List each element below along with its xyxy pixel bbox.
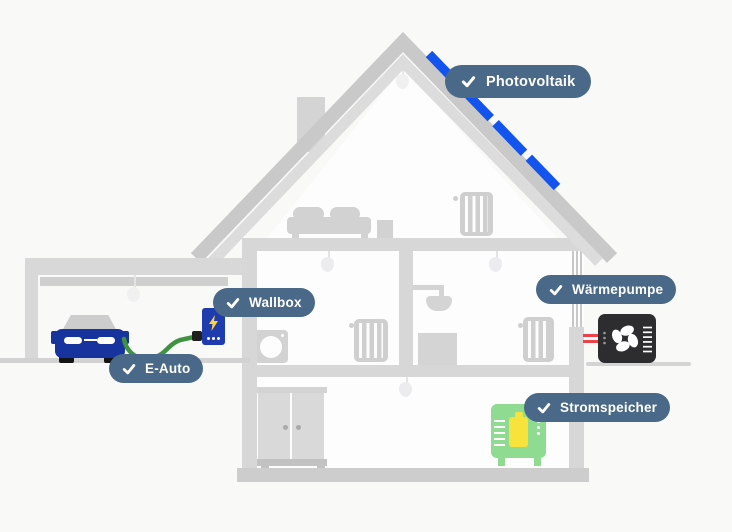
heating-pipe bbox=[583, 334, 599, 337]
callout-label: Photovoltaik bbox=[486, 73, 576, 90]
battery-indicator bbox=[537, 426, 540, 429]
living-room-radiator bbox=[354, 319, 388, 362]
radiator-valve bbox=[453, 196, 458, 201]
heat-pump-device bbox=[598, 314, 656, 363]
fan-icon bbox=[611, 325, 639, 352]
battery-vent bbox=[494, 426, 505, 428]
interior-wall bbox=[399, 251, 413, 365]
lamp-cord bbox=[496, 251, 498, 259]
attic-ceiling-lamp bbox=[396, 74, 409, 89]
callout-e-auto[interactable]: E-Auto bbox=[109, 354, 204, 383]
wallbox-indicator bbox=[212, 337, 215, 340]
check-icon bbox=[461, 76, 476, 88]
shower-tray bbox=[418, 333, 457, 365]
callout-label: Wallbox bbox=[249, 295, 302, 310]
ceiling-lamp bbox=[399, 382, 412, 397]
wallbox-device bbox=[202, 308, 225, 345]
wallbox-indicator bbox=[217, 337, 220, 340]
garage-wall bbox=[25, 258, 38, 362]
ceiling-lamp bbox=[321, 257, 334, 272]
battery-indicator bbox=[537, 432, 540, 435]
radiator-valve bbox=[349, 323, 354, 328]
sofa-leg bbox=[361, 234, 368, 238]
battery-icon bbox=[515, 412, 523, 418]
wardrobe-door-split bbox=[290, 393, 292, 459]
washing-machine-knob bbox=[281, 334, 284, 337]
heat-pump-indicators bbox=[603, 331, 606, 345]
callout-label: Wärmepumpe bbox=[572, 282, 664, 297]
lightning-icon bbox=[209, 315, 218, 331]
garage-ceiling-lamp bbox=[127, 287, 140, 302]
wardrobe-knob bbox=[283, 425, 288, 430]
wardrobe-base bbox=[255, 459, 327, 466]
heat-pump-vents bbox=[643, 326, 652, 353]
check-icon bbox=[122, 363, 136, 374]
attic-radiator bbox=[460, 192, 493, 236]
battery-vent bbox=[494, 444, 505, 446]
callout-photovoltaik[interactable]: Photovoltaik bbox=[445, 65, 592, 98]
check-icon bbox=[537, 402, 551, 413]
car-roof bbox=[62, 315, 117, 331]
attic-floor bbox=[242, 238, 584, 251]
washing-machine-door bbox=[260, 336, 282, 358]
shower-head bbox=[426, 296, 452, 311]
battery-vent bbox=[494, 432, 505, 434]
car-mirror bbox=[51, 331, 58, 344]
callout-label: E-Auto bbox=[145, 361, 191, 376]
garage-roof bbox=[25, 258, 247, 275]
battery-leg bbox=[534, 454, 541, 466]
car-headlight bbox=[64, 337, 82, 344]
callout-label: Stromspeicher bbox=[560, 400, 658, 415]
charging-plug bbox=[192, 331, 202, 341]
wardrobe-top bbox=[255, 387, 327, 393]
wallbox-indicator bbox=[207, 337, 210, 340]
garage-lamp-cord bbox=[134, 275, 136, 289]
car-headlight bbox=[97, 337, 115, 344]
foundation bbox=[237, 468, 589, 482]
radiator-valve bbox=[518, 323, 523, 328]
battery-vent bbox=[494, 420, 505, 422]
ceiling-lamp bbox=[489, 257, 502, 272]
heating-pipe bbox=[583, 340, 599, 343]
mid-floor bbox=[242, 365, 584, 377]
callout-waermepumpe[interactable]: Wärmepumpe bbox=[536, 275, 677, 304]
car-wheel bbox=[59, 354, 74, 363]
lamp-cord bbox=[406, 377, 408, 384]
bathroom-radiator bbox=[523, 317, 554, 362]
sofa-leg bbox=[292, 234, 299, 238]
battery-icon bbox=[509, 417, 528, 447]
shower-pipe bbox=[439, 285, 444, 298]
check-icon bbox=[549, 284, 563, 295]
battery-leg bbox=[498, 454, 505, 466]
side-table bbox=[377, 220, 393, 238]
shower-pipe bbox=[412, 285, 444, 290]
battery-vent bbox=[494, 438, 505, 440]
heat-pump-ground bbox=[586, 362, 691, 366]
attic-lamp-cord bbox=[402, 64, 404, 76]
callout-wallbox[interactable]: Wallbox bbox=[213, 288, 315, 317]
lamp-cord bbox=[328, 251, 330, 259]
callout-stromspeicher[interactable]: Stromspeicher bbox=[524, 393, 671, 422]
car-grille bbox=[84, 339, 97, 341]
sofa-base bbox=[287, 217, 371, 234]
wardrobe-knob bbox=[296, 425, 301, 430]
check-icon bbox=[226, 297, 240, 308]
